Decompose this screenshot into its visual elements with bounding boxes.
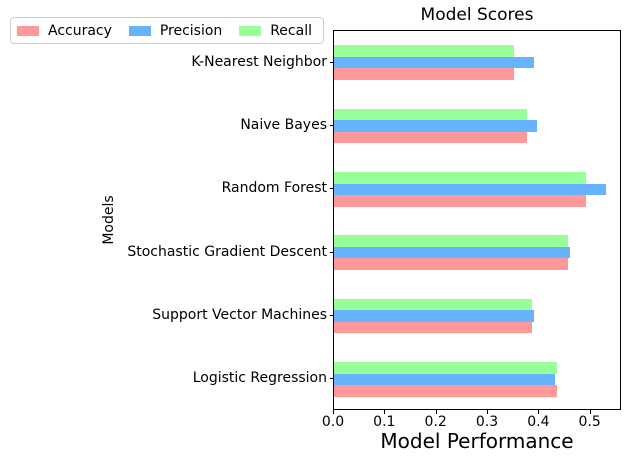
- legend-label: Precision: [159, 22, 223, 39]
- bar-precision: [334, 120, 537, 132]
- bar-precision: [334, 56, 535, 69]
- bars-layer: [334, 31, 620, 409]
- plot-area: [333, 30, 621, 410]
- legend-item-precision: Precision: [128, 22, 223, 39]
- x-tick-label: 0.2: [424, 414, 447, 430]
- legend-item-recall: Recall: [239, 23, 312, 39]
- bar-precision: [334, 183, 607, 196]
- x-tick-label: 0.4: [527, 414, 550, 430]
- bar-accuracy: [334, 385, 558, 397]
- x-tick-label: 0.1: [373, 414, 396, 430]
- bar-group: [334, 94, 620, 157]
- bar-group: [334, 158, 620, 221]
- x-tick-label: 0.5: [578, 414, 601, 430]
- y-tick-mark: [330, 125, 334, 126]
- bar-precision: [334, 246, 571, 259]
- legend-swatch-precision: [128, 25, 151, 36]
- y-tick-label: Support Vector Machines: [152, 306, 327, 323]
- legend-item-accuracy: Accuracy: [17, 23, 112, 39]
- bar-group: [334, 31, 620, 94]
- bar-recall: [334, 235, 568, 247]
- y-tick-mark: [330, 61, 334, 63]
- bar-recall: [334, 361, 558, 374]
- bar-accuracy: [334, 195, 586, 207]
- x-axis-label: Model Performance: [380, 429, 574, 453]
- bar-recall: [334, 171, 586, 184]
- chart-title: Model Scores: [420, 5, 534, 25]
- y-tick-mark: [330, 188, 334, 190]
- x-tick-mark: [333, 410, 334, 414]
- bar-recall: [334, 108, 527, 121]
- y-tick-mark: [330, 251, 334, 253]
- bar-recall: [334, 298, 532, 311]
- legend-swatch-recall: [239, 25, 262, 36]
- bar-accuracy: [334, 321, 532, 334]
- x-tick-mark: [589, 410, 591, 414]
- legend-label: Accuracy: [48, 22, 112, 39]
- bar-precision: [334, 310, 535, 322]
- bar-recall: [334, 45, 514, 57]
- bar-accuracy: [334, 258, 568, 271]
- bar-group: [334, 348, 620, 411]
- y-tick-label: Naive Bayes: [240, 116, 327, 133]
- bar-accuracy: [334, 68, 514, 81]
- x-tick-mark: [384, 410, 386, 414]
- legend-label: Recall: [270, 22, 312, 39]
- x-tick-label: 0.0: [321, 414, 345, 430]
- y-tick-mark: [330, 378, 334, 380]
- y-tick-label: K-Nearest Neighbor: [191, 53, 327, 70]
- y-tick-label: Random Forest: [221, 180, 327, 197]
- y-tick-label: Logistic Regression: [192, 370, 327, 387]
- x-tick-mark: [487, 410, 488, 414]
- legend: Accuracy Precision Recall: [10, 17, 324, 44]
- y-tick-label: Stochastic Gradient Descent: [127, 243, 327, 260]
- legend-swatch-accuracy: [17, 25, 39, 36]
- y-tick-mark: [330, 315, 334, 316]
- bar-precision: [334, 373, 555, 386]
- x-tick-mark: [435, 410, 437, 414]
- bar-accuracy: [334, 131, 527, 144]
- bar-group: [334, 221, 620, 284]
- x-tick-mark: [538, 410, 540, 414]
- bar-group: [334, 284, 620, 347]
- x-tick-label: 0.3: [475, 414, 499, 430]
